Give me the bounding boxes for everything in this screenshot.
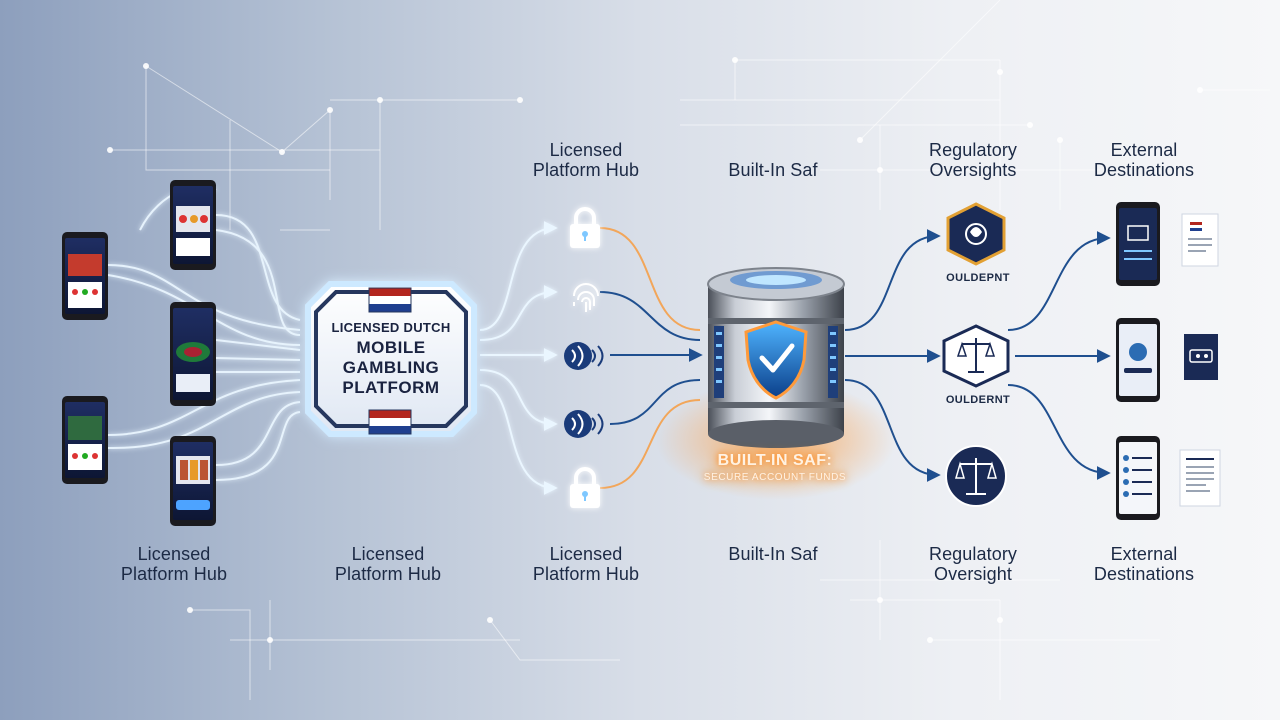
phone-4 xyxy=(62,396,108,484)
nfc-shield-icon xyxy=(564,410,604,438)
header-label-external: External Destinations xyxy=(1044,140,1244,180)
header-label-external-line1: External xyxy=(1110,140,1178,160)
header-label-platform-hub-line2: Platform Hub xyxy=(532,160,640,180)
receipt-icon xyxy=(1181,213,1219,267)
phone-1 xyxy=(62,232,108,320)
footer-label-col1-line2: Platform Hub xyxy=(120,564,228,584)
footer-label-col3: Licensed Platform Hub xyxy=(486,544,686,584)
central-platform-line2: MOBILE xyxy=(356,338,426,357)
central-platform-line3: GAMBLING xyxy=(342,358,440,377)
footer-label-col6-line1: External xyxy=(1110,544,1178,564)
phone-3 xyxy=(170,302,216,406)
fingerprint-icon xyxy=(573,283,599,312)
central-platform-line1: LICENSED DUTCH xyxy=(331,320,451,335)
vault-caption: BUILT-IN SAF: SECURE ACCOUNT FUNDS xyxy=(680,452,870,483)
destination-phone-3 xyxy=(1116,436,1160,520)
vault-subtitle: SECURE ACCOUNT FUNDS xyxy=(703,472,847,483)
header-label-platform-hub-line1: Licensed xyxy=(549,140,623,160)
scales-icon xyxy=(945,445,1007,507)
footer-label-col6-line2: Destinations xyxy=(1093,564,1195,584)
dutch-flag-top xyxy=(368,287,412,313)
footer-label-col3-line1: Licensed xyxy=(549,544,623,564)
lock-icon xyxy=(570,467,600,508)
regulator-caption-top: OULDEPNT xyxy=(946,272,1010,284)
header-label-regulatory-line2: Oversights xyxy=(929,160,1017,180)
footer-label-col3-line2: Platform Hub xyxy=(532,564,640,584)
header-label-external-line2: Destinations xyxy=(1093,160,1195,180)
shield-check-icon xyxy=(744,320,808,400)
lock-icon xyxy=(570,207,600,248)
nfc-shield-icon xyxy=(564,342,604,370)
footer-label-col1-line1: Licensed xyxy=(137,544,211,564)
phone-5 xyxy=(170,436,216,526)
footer-label-col5-line2: Oversight xyxy=(934,564,1012,584)
central-platform-title: LICENSED DUTCH MOBILE GAMBLING PLATFORM xyxy=(312,320,470,398)
regulator-caption-middle: OULDERNT xyxy=(945,394,1011,406)
footer-label-col4-line1: Built-In Saf xyxy=(728,544,818,564)
header-label-platform-hub: Licensed Platform Hub xyxy=(486,140,686,180)
destination-phone-1 xyxy=(1116,202,1160,286)
footer-label-col2-line1: Licensed xyxy=(351,544,425,564)
footer-label-col6: External Destinations xyxy=(1044,544,1244,584)
scales-icon xyxy=(942,324,1010,388)
header-label-built-in-saf: Built-In Saf xyxy=(673,160,873,180)
crest-icon xyxy=(946,202,1006,266)
footer-label-col5: Regulatory Oversight xyxy=(873,544,1073,584)
central-platform-line4: PLATFORM xyxy=(342,378,440,397)
header-label-regulatory: Regulatory Oversights xyxy=(873,140,1073,180)
destination-phone-2 xyxy=(1116,318,1160,402)
footer-label-col2-line2: Platform Hub xyxy=(334,564,442,584)
footer-label-col5-line1: Regulatory xyxy=(928,544,1018,564)
footer-label-col1: Licensed Platform Hub xyxy=(74,544,274,584)
document-icon xyxy=(1179,449,1221,507)
footer-label-col4: Built-In Saf xyxy=(673,544,873,564)
dutch-flag-bottom xyxy=(368,409,412,435)
vault-title: BUILT-IN SAF: xyxy=(717,452,833,469)
header-label-built-in-saf-line1: Built-In Saf xyxy=(728,160,818,180)
phone-2 xyxy=(170,180,216,270)
header-label-regulatory-line1: Regulatory xyxy=(928,140,1018,160)
bank-card-icon xyxy=(1184,334,1218,380)
footer-label-col2: Licensed Platform Hub xyxy=(288,544,488,584)
